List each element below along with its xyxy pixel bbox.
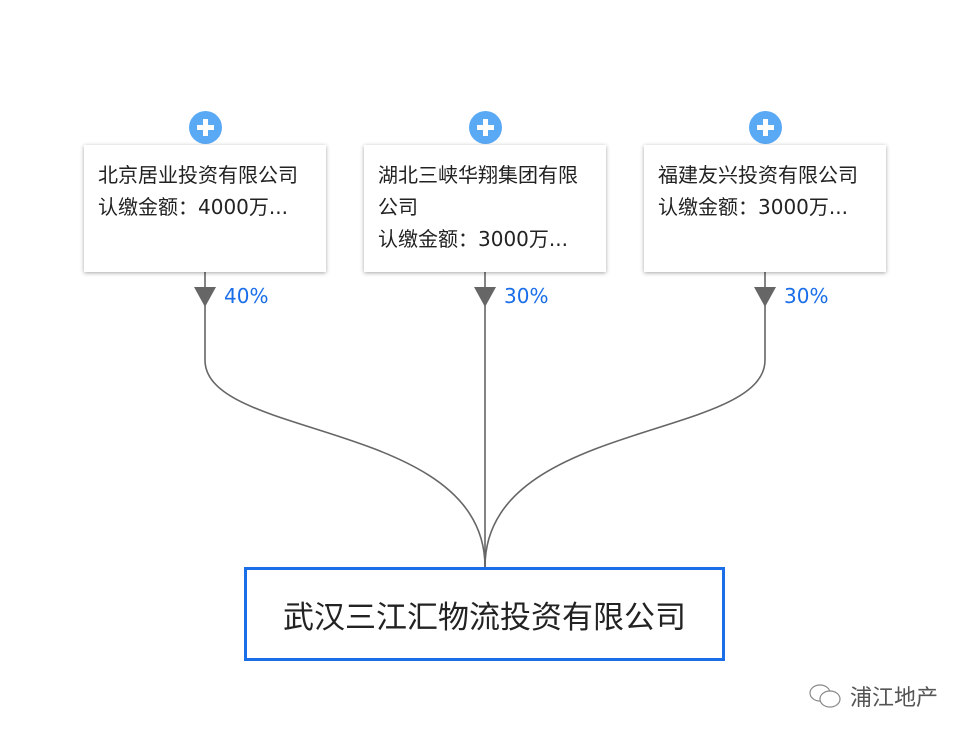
- brand-watermark: 浦江地产: [808, 680, 938, 712]
- arrow-icon: [474, 287, 496, 307]
- arrow-icon: [194, 287, 216, 307]
- share-percent: 40%: [224, 284, 269, 308]
- brand-label: 浦江地产: [850, 686, 939, 711]
- subscribed-amount: 认缴金额：4000万...: [98, 195, 288, 219]
- edge-1: [204, 272, 486, 568]
- shareholder-node[interactable]: 湖北三峡华翔集团有限公司 认缴金额：3000万...: [364, 145, 606, 272]
- share-percent: 30%: [784, 284, 829, 308]
- shareholder-node[interactable]: 北京居业投资有限公司 认缴金额：4000万...: [84, 145, 326, 272]
- subscribed-amount: 认缴金额：3000万...: [378, 227, 568, 251]
- shareholder-name: 湖北三峡华翔集团有限公司: [378, 163, 578, 219]
- expand-plus-icon[interactable]: [189, 111, 222, 144]
- edge-3: [484, 272, 766, 568]
- expand-plus-icon[interactable]: [469, 111, 502, 144]
- shareholder-node[interactable]: 福建友兴投资有限公司 认缴金额：3000万...: [644, 145, 886, 272]
- wechat-icon: [809, 684, 841, 708]
- subscribed-amount: 认缴金额：3000万...: [658, 195, 848, 219]
- arrow-icon: [754, 287, 776, 307]
- target-company-name: 武汉三江汇物流投资有限公司: [283, 599, 686, 636]
- shareholder-name: 北京居业投资有限公司: [98, 163, 298, 187]
- target-company-node[interactable]: 武汉三江汇物流投资有限公司: [244, 567, 725, 661]
- expand-plus-icon[interactable]: [749, 111, 782, 144]
- share-percent: 30%: [504, 284, 549, 308]
- shareholder-name: 福建友兴投资有限公司: [658, 163, 858, 187]
